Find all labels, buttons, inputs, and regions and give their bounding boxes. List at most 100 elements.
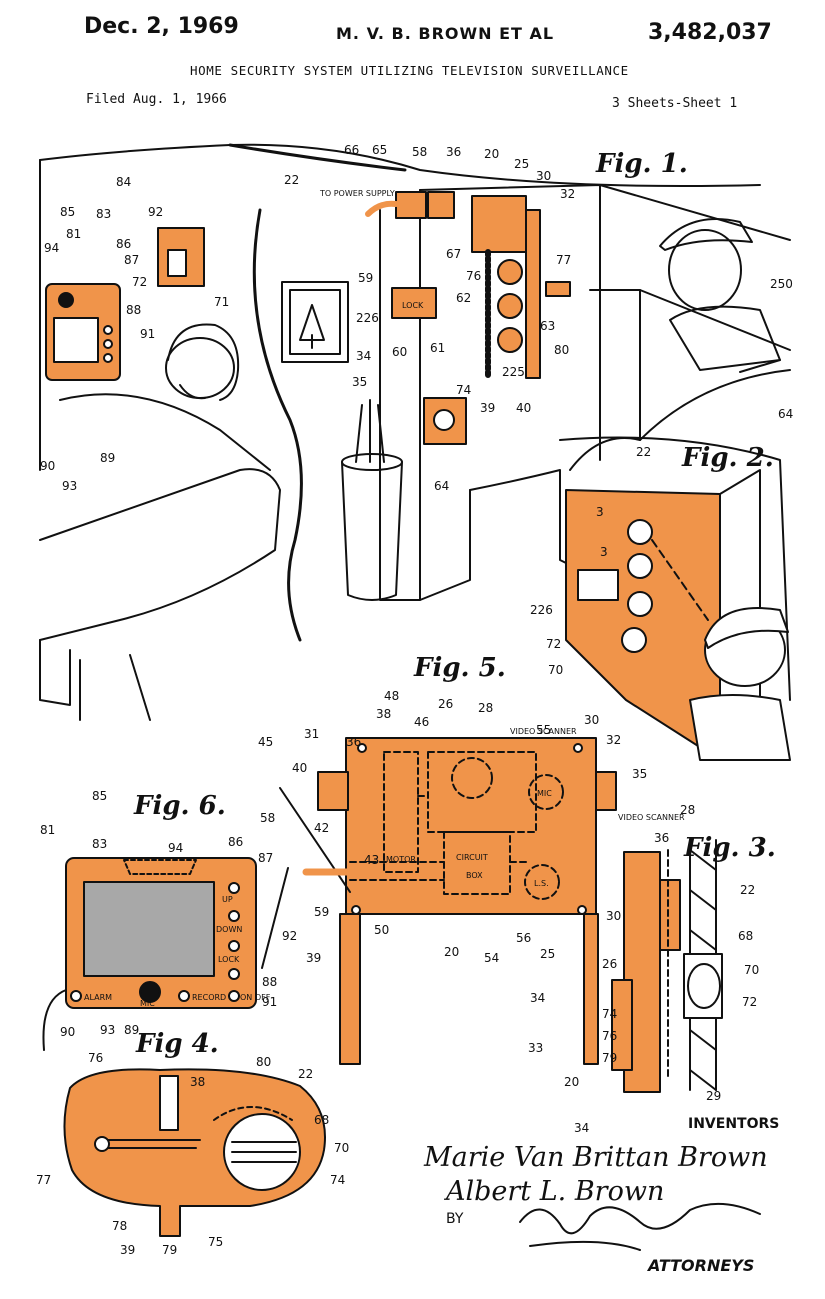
- fig1-power-supply-text: TO POWER SUPPLY: [319, 189, 395, 198]
- fig3-section: [611, 839, 723, 1093]
- fig6-record-text: RECORD: [192, 993, 226, 1002]
- fig4-numeral-80: 80: [256, 1055, 271, 1069]
- fig3-numeral-74: 74: [602, 1007, 617, 1021]
- fig1-numeral-89: 89: [100, 451, 115, 465]
- fig5-mic-text: MIC: [537, 789, 552, 798]
- inventor-heading: M. V. B. BROWN ET AL: [336, 24, 555, 43]
- fig5-numeral-32: 32: [606, 733, 621, 747]
- fig6-numeral-89: 89: [124, 1023, 139, 1037]
- fig3-numeral-79: 79: [602, 1051, 617, 1065]
- fig1-numeral-250: 250: [770, 277, 793, 291]
- fig5-numeral-40: 40: [292, 761, 307, 775]
- fig1-numeral-63: 63: [540, 319, 555, 333]
- fig5-numeral-48: 48: [384, 689, 399, 703]
- fig1-numeral-25: 25: [514, 157, 529, 171]
- fig6-mic-text: MIC: [140, 999, 155, 1008]
- fig1-numeral-92: 92: [148, 205, 163, 219]
- filed-date: Filed Aug. 1, 1966: [86, 92, 227, 107]
- fig6-down-text: DOWN: [216, 925, 242, 934]
- fig1-numeral-60: 60: [392, 345, 407, 359]
- attorney-signature: [519, 1202, 761, 1235]
- fig5-numeral-59: 59: [314, 905, 329, 919]
- fig6-numeral-93: 93: [100, 1023, 115, 1037]
- fig1-numeral-77: 77: [556, 253, 571, 267]
- fig5-numeral-54: 54: [484, 951, 499, 965]
- fig5-box-text: BOX: [466, 871, 483, 880]
- fig1-numeral-90: 90: [40, 459, 55, 473]
- fig3-numeral-29: 29: [706, 1089, 721, 1103]
- fig1-scene: [39, 143, 791, 721]
- fig6-onoff-text: ON OFF: [240, 993, 271, 1002]
- fig1-numeral-88: 88: [126, 303, 141, 317]
- fig6-numeral-88: 88: [262, 975, 277, 989]
- fig6-monitor: [42, 857, 289, 1051]
- fig5-label: Fig. 5.: [413, 653, 506, 683]
- fig3-video-scanner-text: VIDEO SCANNER: [618, 813, 685, 822]
- fig1-numeral-93: 93: [62, 479, 77, 493]
- fig3-numeral-36: 36: [654, 831, 669, 845]
- fig2-numeral-64: 64: [778, 407, 793, 421]
- fig1-numeral-226: 226: [356, 311, 379, 325]
- fig4-numeral-79: 79: [162, 1243, 177, 1257]
- fig1-numeral-85: 85: [60, 205, 75, 219]
- fig4-label: Fig 4.: [135, 1029, 219, 1059]
- fig1-numeral-34: 34: [356, 349, 371, 363]
- fig6-numeral-94: 94: [168, 841, 183, 855]
- fig5-numeral-43: 43: [364, 853, 379, 867]
- fig4-numeral-75: 75: [208, 1235, 223, 1249]
- fig1-numeral-81: 81: [66, 227, 81, 241]
- fig1-numeral-86: 86: [116, 237, 131, 251]
- fig1-numeral-83: 83: [96, 207, 111, 221]
- fig2-numeral-22: 22: [636, 445, 651, 459]
- fig5-numeral-38: 38: [376, 707, 391, 721]
- fig2-numeral-3: 3: [600, 545, 608, 559]
- fig1-numeral-80: 80: [554, 343, 569, 357]
- fig3-numeral-28: 28: [680, 803, 695, 817]
- fig1-lock-text: LOCK: [402, 301, 424, 310]
- fig1-numeral-91: 91: [140, 327, 155, 341]
- fig6-numeral-91: 91: [262, 995, 277, 1009]
- fig5-circuit-text: CIRCUIT: [456, 853, 488, 862]
- fig1-numeral-32: 32: [560, 187, 575, 201]
- fig4-numeral-38: 38: [190, 1075, 205, 1089]
- fig6-numeral-92: 92: [282, 929, 297, 943]
- fig1-numeral-71: 71: [214, 295, 229, 309]
- fig1-numeral-40: 40: [516, 401, 531, 415]
- fig6-numeral-83: 83: [92, 837, 107, 851]
- attorneys-label: ATTORNEYS: [648, 1256, 755, 1275]
- fig6-label: Fig. 6.: [133, 791, 226, 821]
- fig1-numeral-67: 67: [446, 247, 461, 261]
- fig2-numeral-3: 3: [596, 505, 604, 519]
- signature-underline: [529, 1240, 641, 1251]
- fig6-numeral-87: 87: [258, 851, 273, 865]
- fig1-numeral-58: 58: [412, 145, 427, 159]
- fig2-label: Fig. 2.: [681, 443, 774, 473]
- fig5-motor-text: MOTOR: [386, 855, 416, 864]
- fig2-numeral-226: 226: [530, 603, 553, 617]
- fig4-numeral-39: 39: [120, 1243, 135, 1257]
- inventor-signature-2: Albert L. Brown: [446, 1176, 665, 1207]
- fig6-numeral-90: 90: [60, 1025, 75, 1039]
- fig4-numeral-76: 76: [88, 1051, 103, 1065]
- fig4-numeral-77: 77: [36, 1173, 51, 1187]
- fig6-lock-text: LOCK: [218, 955, 240, 964]
- fig4-numeral-78: 78: [112, 1219, 127, 1233]
- fig1-numeral-84: 84: [116, 175, 131, 189]
- fig3-numeral-20: 20: [564, 1075, 579, 1089]
- fig1-numeral-59: 59: [358, 271, 373, 285]
- fig2-numeral-70: 70: [548, 663, 563, 677]
- fig5-numeral-25: 25: [540, 947, 555, 961]
- fig5-numeral-20: 20: [444, 945, 459, 959]
- patent-number: 3,482,037: [648, 20, 772, 45]
- fig4-numeral-74: 74: [330, 1173, 345, 1187]
- fig5-numeral-30: 30: [584, 713, 599, 727]
- fig1-numeral-20: 20: [484, 147, 499, 161]
- fig1-numeral-74: 74: [456, 383, 471, 397]
- fig1-numeral-62: 62: [456, 291, 471, 305]
- inventor-signature-1: Marie Van Brittan Brown: [424, 1142, 768, 1173]
- fig4-detail: [63, 1068, 326, 1237]
- fig5-numeral-31: 31: [304, 727, 319, 741]
- fig1-numeral-64: 64: [434, 479, 449, 493]
- fig1-numeral-61: 61: [430, 341, 445, 355]
